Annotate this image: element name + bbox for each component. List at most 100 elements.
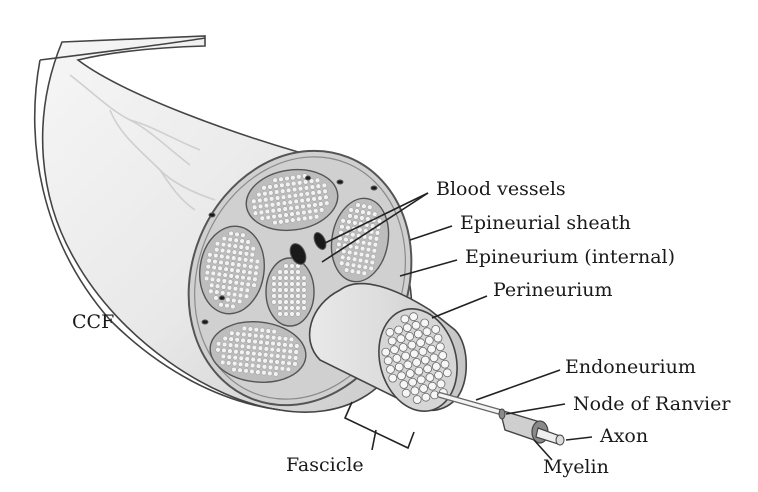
- fascicle-fiber: [412, 395, 422, 405]
- fiber-dot: [220, 284, 227, 290]
- fascicle-fiber: [423, 364, 433, 374]
- fiber-dot: [283, 287, 289, 293]
- fiber-dot: [251, 344, 258, 351]
- fiber-dot: [293, 198, 299, 205]
- label-blood-vessels: Blood vessels: [436, 178, 566, 200]
- fiber-dot: [293, 349, 299, 355]
- fiber-dot: [298, 191, 304, 198]
- fiber-dot: [257, 197, 263, 204]
- fiber-dot: [281, 348, 287, 354]
- fiber-dot: [357, 227, 363, 233]
- fiber-dot: [355, 269, 362, 275]
- leader-perineurium: [431, 295, 488, 319]
- fiber-dot: [232, 360, 238, 367]
- fascicle-fiber: [416, 375, 426, 385]
- fiber-dot: [251, 350, 257, 357]
- fiber-dot: [301, 293, 307, 299]
- fiber-dot: [232, 286, 239, 292]
- fiber-dot: [223, 266, 229, 272]
- fiber-dot: [353, 244, 360, 251]
- fiber-dot: [273, 371, 279, 377]
- fiber-dot: [259, 333, 265, 339]
- fiber-dot: [227, 348, 233, 354]
- fiber-dot: [271, 287, 277, 293]
- fiber-dot: [271, 213, 277, 220]
- fiber-dot: [322, 188, 328, 194]
- fiber-dot: [371, 248, 378, 254]
- fascicle-fiber: [414, 366, 424, 376]
- fiber-dot: [317, 195, 323, 201]
- fiber-dot: [233, 349, 239, 355]
- fiber-dot: [363, 258, 370, 265]
- fiber-dot: [358, 251, 365, 258]
- fiber-dot: [368, 265, 374, 272]
- fiber-dot: [262, 191, 268, 197]
- fascicle-fiber: [392, 353, 402, 363]
- fiber-dot: [286, 354, 293, 360]
- fiber-dot: [257, 351, 263, 357]
- fiber-dot: [214, 289, 220, 295]
- fiber-dot: [215, 341, 222, 347]
- fiber-dot: [228, 336, 234, 342]
- fiber-dot: [301, 305, 307, 311]
- fiber-dot: [239, 349, 245, 355]
- fascicle-fiber: [416, 338, 426, 348]
- fiber-dot: [372, 211, 378, 217]
- fiber-dot: [225, 297, 231, 303]
- fiber-dot: [279, 365, 286, 372]
- fiber-dot: [221, 341, 228, 348]
- fiber-dot: [369, 259, 375, 266]
- fiber-dot: [289, 269, 295, 275]
- fiber-dot: [267, 370, 273, 377]
- fiber-dot: [225, 248, 232, 254]
- fiber-dot: [309, 184, 316, 190]
- fiber-dot: [289, 281, 295, 287]
- fiber-dot: [247, 332, 253, 338]
- fiber-dot: [231, 366, 237, 373]
- fiber-dot: [224, 260, 230, 266]
- fiber-dot: [224, 302, 230, 309]
- fiber-dot: [288, 342, 294, 349]
- fiber-dot: [263, 352, 269, 358]
- fiber-dot: [270, 334, 277, 341]
- fascicle-fiber: [390, 345, 399, 355]
- fiber-dot: [226, 291, 232, 297]
- fiber-dot: [347, 213, 353, 219]
- fiber-dot: [373, 236, 380, 242]
- nerve-upper-edge: [39, 37, 206, 61]
- fascicle-fiber: [396, 334, 406, 344]
- fiber-dot: [216, 271, 222, 277]
- fiber-dot: [280, 354, 287, 360]
- fiber-dot: [249, 362, 256, 369]
- fiber-dot: [339, 224, 345, 230]
- surface-vessels: [69, 74, 216, 211]
- fiber-dot: [278, 219, 284, 225]
- fiber-dot: [353, 214, 359, 220]
- fiber-dot: [352, 220, 358, 226]
- fiber-dot: [296, 174, 302, 180]
- fiber-dot: [204, 269, 211, 276]
- fiber-dot: [362, 264, 368, 270]
- fiber-dot: [289, 311, 295, 317]
- fiber-dot: [221, 347, 227, 354]
- leader-blood-vessels-1: [324, 192, 429, 244]
- fiber-dot: [289, 275, 295, 281]
- fiber-dot: [209, 276, 216, 283]
- fascicle-fiber: [438, 351, 448, 360]
- fiber-dot: [350, 232, 356, 238]
- fiber-dot: [267, 184, 273, 190]
- fiber-dot: [252, 338, 258, 345]
- fiber-dot: [289, 287, 295, 293]
- fiber-dot: [248, 257, 255, 264]
- fiber-dot: [269, 346, 275, 353]
- label-epineurial-sheath: Epineurial sheath: [460, 212, 631, 234]
- fiber-dot: [292, 361, 298, 367]
- fiber-dot: [271, 293, 277, 299]
- fiber-dot: [247, 269, 253, 276]
- fiber-dot: [283, 293, 289, 299]
- fiber-dot: [356, 263, 363, 269]
- fiber-dot: [295, 281, 301, 287]
- fiber-dot: [261, 370, 267, 376]
- fiber-dot: [227, 342, 234, 348]
- fascicle-bracket-stem: [371, 429, 377, 451]
